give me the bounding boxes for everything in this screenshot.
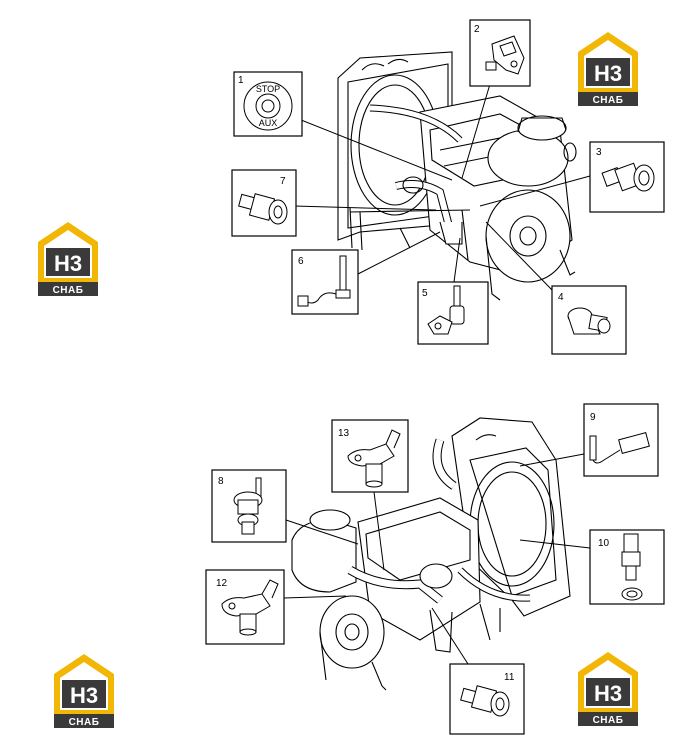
leader-line — [293, 205, 437, 211]
callout-number: 13 — [338, 428, 350, 439]
leader-line — [485, 221, 553, 291]
engine-top — [337, 51, 577, 301]
callout-number: 3 — [596, 147, 602, 158]
crankshaft-sensor-icon — [347, 429, 401, 488]
temperature-sensor-icon — [567, 307, 611, 335]
logo-mid-left: H3 СНАБ — [38, 222, 98, 296]
callout-box-11: 11 — [449, 663, 525, 735]
fuel-level-sensor-icon — [427, 285, 465, 335]
callout-number: 11 — [504, 672, 515, 683]
callout-box-9: 9 — [583, 403, 659, 477]
callout-number: 6 — [298, 256, 304, 267]
callout-number: 9 — [590, 412, 596, 423]
oil-level-sensor-icon — [297, 255, 351, 307]
logo-mark-text: H3 — [594, 61, 622, 86]
callout-box-5: 5 — [417, 281, 489, 345]
stop-aux-switch-icon — [243, 81, 293, 131]
callout-number: 2 — [474, 24, 480, 35]
leader-line — [285, 113, 453, 181]
coolant-level-sensor-icon — [233, 477, 263, 535]
callout-box-2: 2 — [469, 19, 531, 87]
callout-number: 8 — [218, 476, 224, 487]
callout-box-8: 8 — [211, 469, 287, 543]
callout-number: 10 — [598, 538, 610, 549]
leader-line — [357, 231, 441, 275]
callout-number: 4 — [558, 292, 564, 303]
temperature-sender-icon — [621, 533, 643, 601]
callout-number: 12 — [216, 578, 228, 589]
callout-box-1: 1 STOP AUX — [233, 71, 303, 137]
leader-line — [453, 237, 461, 283]
callout-box-3: 3 — [589, 141, 665, 213]
callout-box-10: 10 — [589, 529, 665, 605]
logo-bottom-left: H3 СНАБ — [54, 654, 114, 728]
callout-box-7: 7 — [231, 169, 297, 237]
logo-mark-text: H3 — [54, 251, 82, 276]
callout-box-4: 4 — [551, 285, 627, 355]
leader-line — [431, 607, 469, 665]
callout-number: 7 — [280, 176, 286, 187]
callout-box-12: 12 — [205, 569, 285, 645]
logo-sub-text: СНАБ — [69, 717, 100, 728]
logo-mark-text: H3 — [70, 683, 98, 708]
callout-number: 5 — [422, 288, 428, 299]
callout-number: 1 — [238, 75, 244, 86]
switch-label-aux: AUX — [259, 118, 278, 128]
leader-line — [461, 83, 491, 179]
map-sensor-icon — [485, 35, 525, 75]
logo-mark-text: H3 — [594, 681, 622, 706]
leader-line — [519, 453, 585, 467]
leader-line — [519, 539, 591, 549]
logo-sub-text: СНАБ — [593, 715, 624, 726]
logo-sub-text: СНАБ — [53, 285, 84, 296]
logo-top-right: H3 СНАБ — [578, 32, 638, 106]
logo-sub-text: СНАБ — [593, 95, 624, 106]
switch-label-stop: STOP — [256, 84, 280, 94]
oil-pressure-sensor-icon — [460, 685, 510, 717]
logo-bottom-right: H3 СНАБ — [578, 652, 638, 726]
leader-line — [479, 175, 591, 207]
leader-line — [283, 595, 347, 599]
pressure-switch-icon — [238, 193, 288, 225]
pressure-sensor-icon — [601, 162, 655, 192]
callout-box-13: 13 — [331, 419, 409, 493]
callout-box-6: 6 — [291, 249, 359, 315]
leader-line — [285, 519, 359, 545]
leader-line — [373, 491, 385, 571]
camshaft-sensor-icon — [221, 579, 279, 636]
water-in-fuel-sensor-icon — [589, 432, 650, 464]
